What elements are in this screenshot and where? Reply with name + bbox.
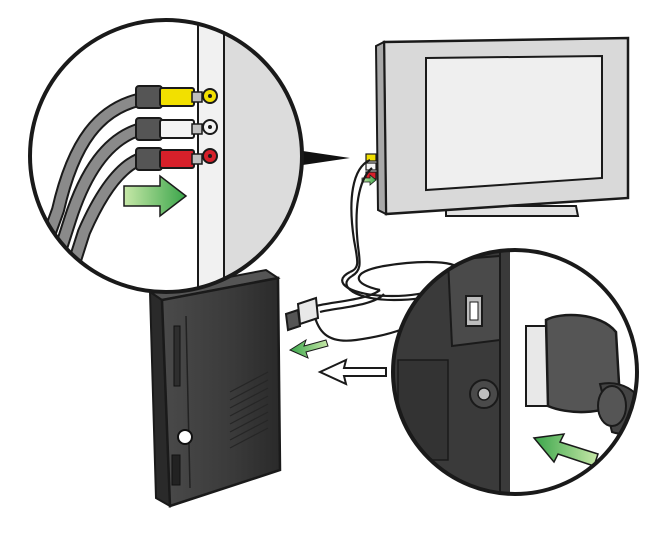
green-arrow-icon [532,433,599,467]
tv-av-plugs [365,153,377,180]
av-port-closeup [28,18,304,294]
tv-screen [425,54,603,192]
green-arrow-icon [123,174,188,218]
power-button-icon [177,429,193,445]
green-arrow-icon [288,338,329,359]
game-console [147,268,282,508]
console-port-closeup [391,248,639,496]
av-port-icon [202,88,218,164]
av-cable-plug-icon [525,313,637,435]
yellow-plug [135,85,203,109]
television [361,36,630,217]
zoom-pointer [296,150,350,166]
hollow-arrow-icon [317,358,387,386]
console-side [160,276,282,508]
av-cable-plug-icon [284,296,320,332]
red-plug [135,147,203,171]
white-plug [135,117,203,141]
